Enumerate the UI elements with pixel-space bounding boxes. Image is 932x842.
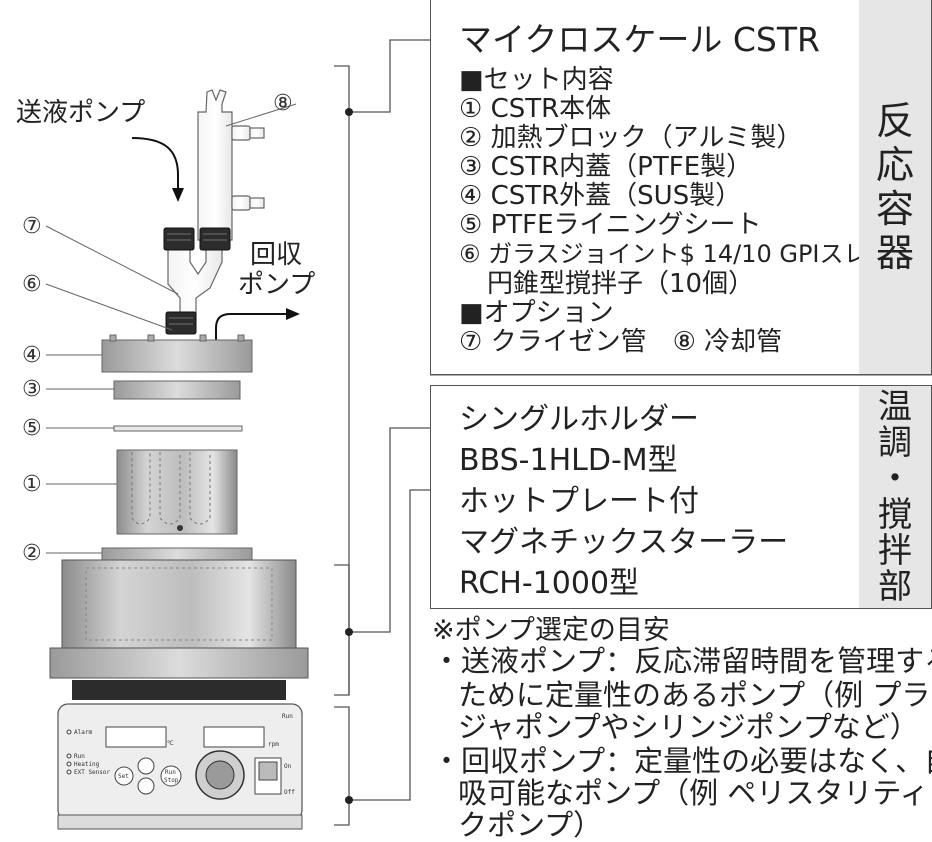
heating-block: [49, 547, 309, 700]
stirrer-side-char-4: 拌: [878, 531, 912, 571]
stirrer-side-char-0: 温: [878, 387, 912, 427]
stirrer-line-2: ホットプレート付: [459, 484, 699, 519]
panel-temp-unit: ℃: [167, 740, 174, 747]
outer-lid: [101, 334, 253, 373]
part-leader-lines: [45, 103, 297, 554]
recovery-pump-label-1: 回収: [250, 240, 303, 270]
pump-note-line-2: ジャポンプやシリンジポンプなど）: [458, 710, 919, 744]
part-number-5: ⑤: [22, 416, 42, 441]
condenser-tube: [197, 89, 265, 251]
recovery-pump-label-2: ポンプ: [238, 270, 316, 300]
stirrer-line-1: BBS-1HLD-M型: [459, 443, 678, 478]
part-number-7: ⑦: [22, 214, 42, 239]
part-number-4: ④: [22, 343, 42, 368]
reactor-line-8: ■オプション: [459, 298, 614, 328]
panel-on: On: [284, 763, 292, 770]
inner-lid: [113, 380, 241, 400]
reactor-line-1: ① CSTR本体: [459, 94, 612, 124]
panel-heating: Heating: [74, 761, 100, 768]
panel-ext-sensor: EXT Sensor: [74, 769, 111, 776]
pump-note-line-0: ・送液ポンプ：反応滞留時間を管理する: [432, 644, 932, 678]
pump-note-line-5: クポンプ）: [458, 808, 603, 842]
stirrer-side-char-1: 調: [878, 423, 912, 463]
stirrer-side-char-3: 撹: [878, 495, 912, 535]
reactor-line-4: ④ CSTR外蓋（SUS製）: [459, 181, 742, 211]
panel-run: Run: [74, 753, 85, 760]
panel-alarm: Alarm: [74, 729, 93, 736]
part-number-8: ⑧: [273, 91, 293, 116]
reactor-line-5: ⑤ PTFEライニングシート: [459, 210, 762, 240]
panel-off: Off: [284, 789, 295, 796]
reactor-line-2: ② 加熱ブロック（アルミ製）: [459, 123, 803, 153]
reactor-side-char-0: 反: [875, 99, 914, 143]
bracket-lines: [334, 39, 432, 826]
feed-pump-arrow: [131, 137, 184, 202]
stirrer-line-0: シングルホルダー: [459, 402, 699, 437]
claisen-tube: [167, 245, 223, 317]
bracket-dots: [345, 108, 353, 804]
feed-pump-label: 送液ポンプ: [16, 98, 146, 128]
panel-stop-label: Stop: [164, 777, 179, 784]
stirrer-line-3: マグネチックスターラー: [459, 525, 789, 560]
stirrer-side-label: 温 調 ・ 撹 拌 部: [859, 386, 931, 608]
reactor-side-char-1: 応: [875, 143, 914, 187]
part-number-1: ①: [22, 472, 42, 497]
pump-note-line-3: ・回収ポンプ：定量性の必要はなく、自: [432, 744, 932, 778]
cstr-body: [116, 449, 238, 535]
part-number-3: ③: [22, 377, 42, 402]
reactor-line-0: ■セット内容: [459, 65, 614, 95]
pump-note-title: ※ポンプ選定の目安: [432, 615, 670, 646]
recovery-pump-arrow: [215, 308, 300, 344]
black-caps: [163, 227, 231, 335]
stirrer-line-4: RCH-1000型: [459, 566, 640, 601]
panel-run-right: Run: [282, 713, 293, 720]
pump-note-line-4: 吸可能なポンプ（例 ペリスタリティッ: [458, 776, 932, 810]
reactor-line-6: ⑥ ガラスジョイント$ 14/10 GPIスレッド: [459, 240, 916, 268]
reactor-line-9: ⑦ クライゼン管 ⑧ 冷却管: [459, 327, 783, 357]
pump-note-line-1: ために定量性のあるポンプ（例 プラン: [458, 678, 932, 712]
reactor-line-3: ③ CSTR内蓋（PTFE製）: [459, 152, 753, 182]
hot-plate-stirrer: [57, 703, 303, 830]
stirrer-side-char-5: 部: [878, 567, 912, 607]
part-number-2: ②: [22, 541, 42, 566]
reactor-title: マイクロスケール CSTR: [459, 20, 820, 59]
stirrer-spec-box: シングルホルダー BBS-1HLD-M型 ホットプレート付 マグネチックスターラ…: [430, 385, 932, 609]
reactor-spec-box: マイクロスケール CSTR ■セット内容 ① CSTR本体 ② 加熱ブロック（ア…: [430, 0, 932, 375]
reactor-line-7: 円錐型撹拌子（10個）: [487, 269, 755, 299]
reactor-side-char-2: 容: [875, 187, 914, 231]
panel-run-label: Run: [165, 769, 176, 776]
stirrer-side-char-2: ・: [878, 459, 912, 499]
part-number-6: ⑥: [22, 272, 42, 297]
reactor-side-label: 反 応 容 器: [859, 0, 931, 374]
panel-rpm: rpm: [268, 741, 279, 748]
panel-set-button: Set: [118, 773, 129, 780]
reactor-side-char-3: 器: [875, 231, 914, 275]
